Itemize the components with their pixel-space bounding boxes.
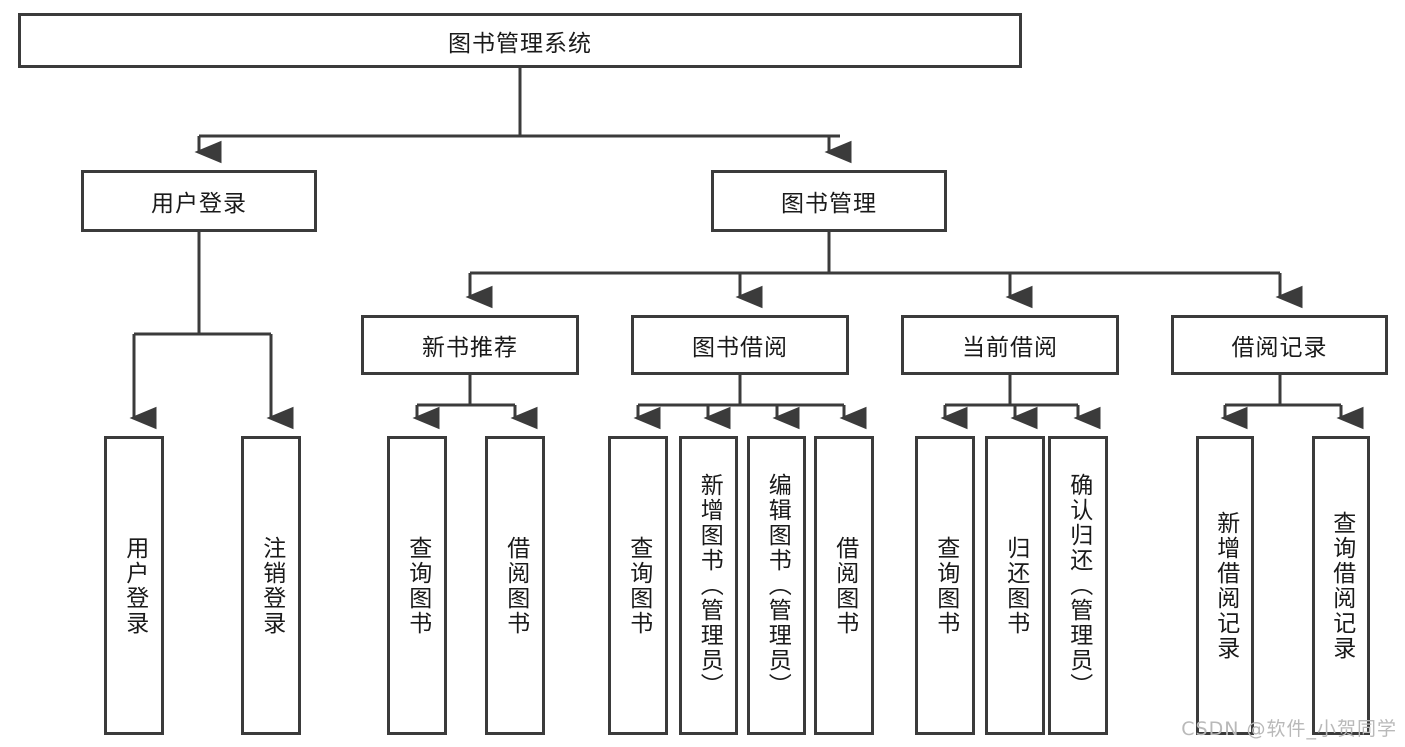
leaf-edit-book-admin-label: 编辑图书（管理员） xyxy=(764,473,791,698)
leaf-query-book-borrow[interactable]: 查询图书 xyxy=(608,436,668,735)
node-book-management[interactable]: 图书管理 xyxy=(711,170,947,232)
edges-book-mgmt-to-level3 xyxy=(465,232,1303,309)
leaf-logout-label: 注销登录 xyxy=(258,535,285,636)
leaf-query-book-current-label: 查询图书 xyxy=(932,535,959,636)
node-current-borrow-label: 当前借阅 xyxy=(962,335,1058,361)
leaf-borrow-book-label: 借阅图书 xyxy=(831,535,858,636)
leaf-confirm-return-admin-label: 确认归还（管理员） xyxy=(1065,473,1092,698)
node-book-management-label: 图书管理 xyxy=(781,191,877,217)
leaf-confirm-return-admin[interactable]: 确认归还（管理员） xyxy=(1048,436,1108,735)
leaf-query-book-recommend-label: 查询图书 xyxy=(404,535,431,636)
leaf-borrow-book-recommend-label: 借阅图书 xyxy=(502,535,529,636)
leaf-add-borrow-record-label: 新增借阅记录 xyxy=(1212,510,1239,661)
edges-records-to-leaves xyxy=(1220,375,1364,430)
leaf-user-login-label: 用户登录 xyxy=(121,535,148,636)
edges-new-book-to-leaves xyxy=(412,375,538,430)
leaf-query-book-current[interactable]: 查询图书 xyxy=(915,436,975,735)
leaf-return-book[interactable]: 归还图书 xyxy=(985,436,1045,735)
leaf-add-book-admin-label: 新增图书（管理员） xyxy=(696,473,723,698)
node-user-login[interactable]: 用户登录 xyxy=(81,170,317,232)
leaf-query-borrow-record[interactable]: 查询借阅记录 xyxy=(1312,436,1370,735)
edges-borrow-to-leaves xyxy=(633,375,867,430)
leaf-borrow-book[interactable]: 借阅图书 xyxy=(814,436,874,735)
leaf-edit-book-admin[interactable]: 编辑图书（管理员） xyxy=(747,436,806,735)
leaf-borrow-book-recommend[interactable]: 借阅图书 xyxy=(485,436,545,735)
node-borrow-records[interactable]: 借阅记录 xyxy=(1171,315,1388,375)
leaf-user-login[interactable]: 用户登录 xyxy=(104,436,164,735)
node-book-borrow-label: 图书借阅 xyxy=(692,335,788,361)
leaf-query-book-recommend[interactable]: 查询图书 xyxy=(387,436,447,735)
leaf-query-book-borrow-label: 查询图书 xyxy=(625,535,652,636)
node-root-label: 图书管理系统 xyxy=(448,30,592,57)
node-user-login-label: 用户登录 xyxy=(151,191,247,217)
leaf-logout[interactable]: 注销登录 xyxy=(241,436,301,735)
edges-user-login-to-leaves xyxy=(129,232,294,430)
node-new-book-recommend[interactable]: 新书推荐 xyxy=(361,315,579,375)
edges-root-to-level2 xyxy=(194,68,852,164)
node-current-borrow[interactable]: 当前借阅 xyxy=(901,315,1119,375)
node-book-borrow[interactable]: 图书借阅 xyxy=(631,315,849,375)
leaf-query-borrow-record-label: 查询借阅记录 xyxy=(1328,510,1355,661)
node-root[interactable]: 图书管理系统 xyxy=(18,13,1022,68)
node-borrow-records-label: 借阅记录 xyxy=(1231,335,1328,361)
edges-current-borrow-to-leaves xyxy=(940,375,1101,430)
watermark: CSDN @软件_小贺同学 xyxy=(1181,718,1397,740)
leaf-add-book-admin[interactable]: 新增图书（管理员） xyxy=(679,436,738,735)
leaf-return-book-label: 归还图书 xyxy=(1002,535,1029,636)
leaf-add-borrow-record[interactable]: 新增借阅记录 xyxy=(1196,436,1254,735)
node-new-book-recommend-label: 新书推荐 xyxy=(422,335,518,361)
